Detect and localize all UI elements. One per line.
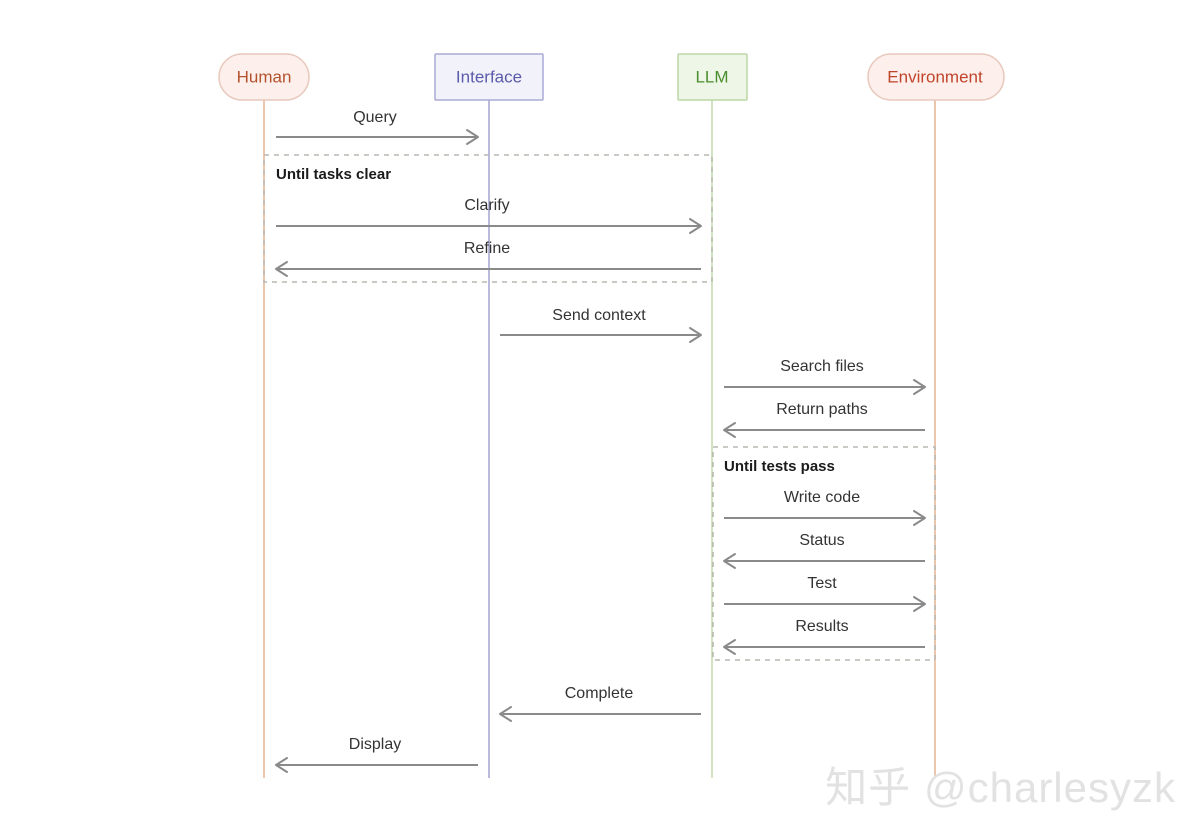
messages-group: Query Clarify Refine Send context Se — [275, 109, 926, 773]
message-arrowhead-status — [723, 553, 736, 569]
message-label-complete: Complete — [565, 685, 634, 702]
participant-interface[interactable]: Interface — [434, 53, 544, 101]
participant-label-llm: LLM — [695, 67, 728, 86]
message-label-return-paths: Return paths — [776, 401, 868, 418]
message-arrowhead-search-files — [913, 379, 926, 395]
message-label-refine: Refine — [464, 240, 510, 257]
loop-box-until-tasks-clear — [263, 154, 713, 283]
message-return-paths: Return paths — [723, 401, 925, 438]
loop-boxes-group: Until tasks clear Until tests pass — [263, 154, 936, 661]
message-results: Results — [723, 618, 925, 655]
message-arrowhead-query — [466, 129, 479, 145]
participant-llm[interactable]: LLM — [677, 53, 748, 101]
message-label-clarify: Clarify — [464, 197, 509, 214]
message-search-files: Search files — [724, 358, 926, 395]
message-complete: Complete — [499, 685, 701, 722]
participant-label-human: Human — [237, 67, 292, 86]
message-test: Test — [724, 575, 926, 612]
message-send-context: Send context — [500, 307, 702, 343]
message-label-results: Results — [795, 618, 848, 635]
participant-human[interactable]: Human — [218, 53, 310, 101]
message-arrowhead-refine — [275, 261, 288, 277]
message-label-send-context: Send context — [552, 307, 646, 324]
message-arrowhead-return-paths — [723, 422, 736, 438]
participant-box-environment[interactable] — [867, 53, 1005, 101]
participant-box-human[interactable] — [218, 53, 310, 101]
message-display: Display — [275, 736, 478, 773]
participant-box-llm[interactable] — [677, 53, 748, 101]
message-arrowhead-test — [913, 596, 926, 612]
message-status: Status — [723, 532, 925, 569]
loop-box-until-tests-pass — [712, 446, 936, 661]
participant-box-interface[interactable] — [434, 53, 544, 101]
message-clarify: Clarify — [276, 197, 702, 234]
loop-title-until-tasks-clear: Until tasks clear — [276, 166, 391, 183]
message-arrowhead-clarify — [689, 218, 702, 234]
message-write-code: Write code — [724, 489, 926, 526]
message-arrowhead-send-context — [689, 327, 702, 343]
participant-label-environment: Environment — [887, 67, 983, 86]
message-arrowhead-write-code — [913, 510, 926, 526]
message-label-search-files: Search files — [780, 358, 864, 375]
message-label-status: Status — [799, 532, 844, 549]
message-label-test: Test — [807, 575, 837, 592]
participant-environment[interactable]: Environment — [867, 53, 1005, 101]
message-arrowhead-display — [275, 757, 288, 773]
message-query: Query — [276, 109, 479, 145]
loop-title-until-tests-pass: Until tests pass — [724, 458, 835, 475]
message-refine: Refine — [275, 240, 701, 277]
message-label-query: Query — [353, 109, 397, 126]
message-arrowhead-complete — [499, 706, 512, 722]
message-label-write-code: Write code — [784, 489, 860, 506]
lifelines-group — [263, 100, 936, 778]
message-label-display: Display — [349, 736, 401, 753]
message-arrowhead-results — [723, 639, 736, 655]
participant-label-interface: Interface — [456, 67, 522, 86]
watermark: 知乎 @charlesyzk — [825, 764, 1176, 811]
